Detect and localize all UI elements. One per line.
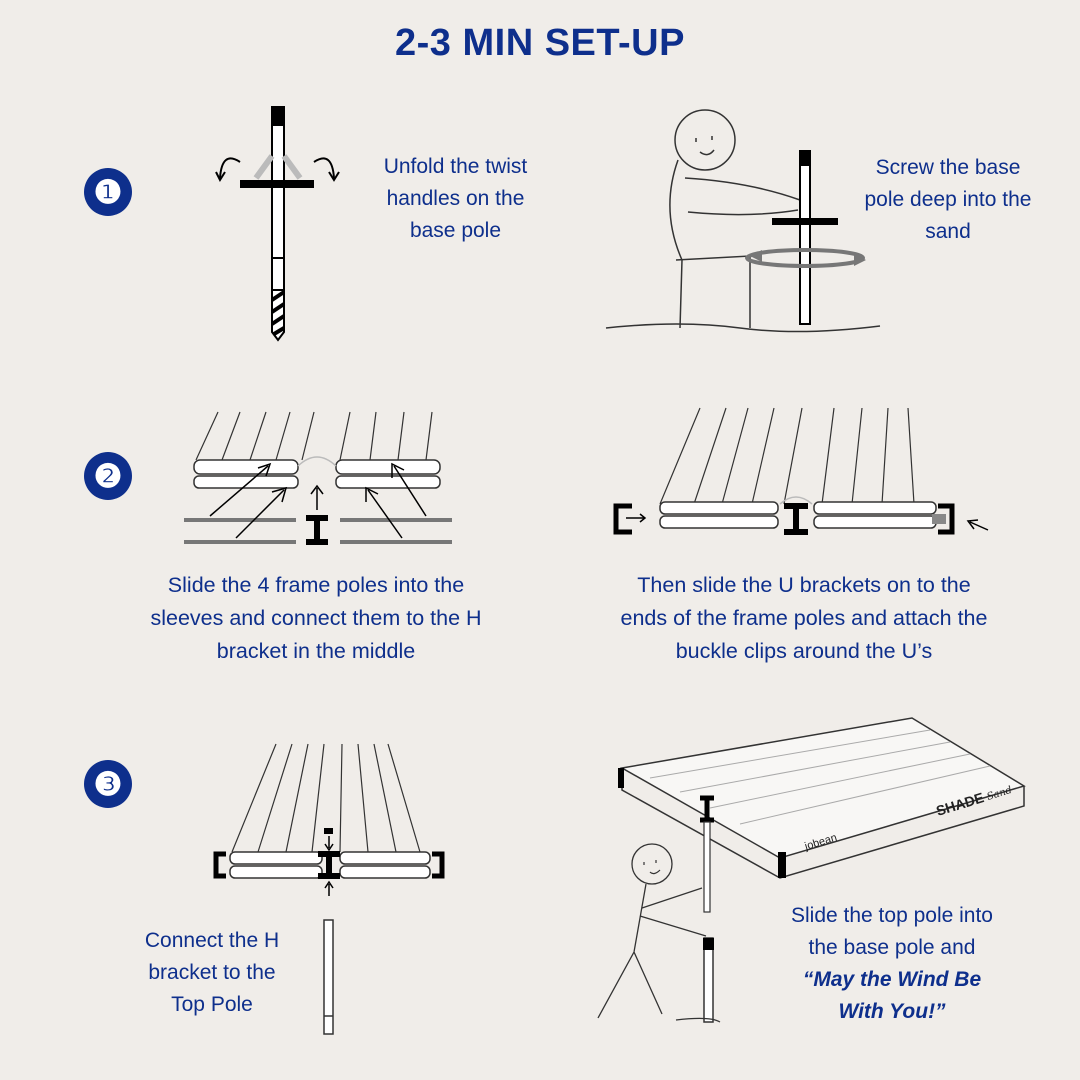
step-3b-line: Slide the top pole into the base pole an… <box>791 904 993 959</box>
step-2b-text: Then slide the U brackets on to the ends… <box>620 573 988 663</box>
step-3-badge: ❸ <box>84 760 132 808</box>
step-2-badge: ❷ <box>84 452 132 500</box>
frame-sleeve-icon <box>184 411 452 545</box>
step-2a-text: Slide the 4 frame poles into the sleeves… <box>150 573 482 663</box>
step-3b-text: Slide the top pole into the base pole an… <box>776 900 1008 1028</box>
step-1a-text: Unfold the twist handles on the base pol… <box>383 155 528 242</box>
person-screwing-icon <box>605 109 881 333</box>
closing-emphasis-2: With You!” <box>838 1000 946 1023</box>
step-1b-text: Screw the base pole deep into the sand <box>864 156 1032 243</box>
u-bracket-icon <box>613 407 989 535</box>
top-pole-icon <box>213 743 445 1035</box>
closing-emphasis-1: “May the Wind Be <box>802 968 982 991</box>
step-3a-text: Connect the H bracket to the Top Pole <box>144 929 280 1016</box>
page-title: 2-3 MIN SET-UP <box>395 22 685 64</box>
shade-canopy-icon: SHADE Sand jobean <box>597 717 1026 1023</box>
step-1-badge: ❶ <box>84 168 132 216</box>
base-pole-icon <box>215 106 340 342</box>
